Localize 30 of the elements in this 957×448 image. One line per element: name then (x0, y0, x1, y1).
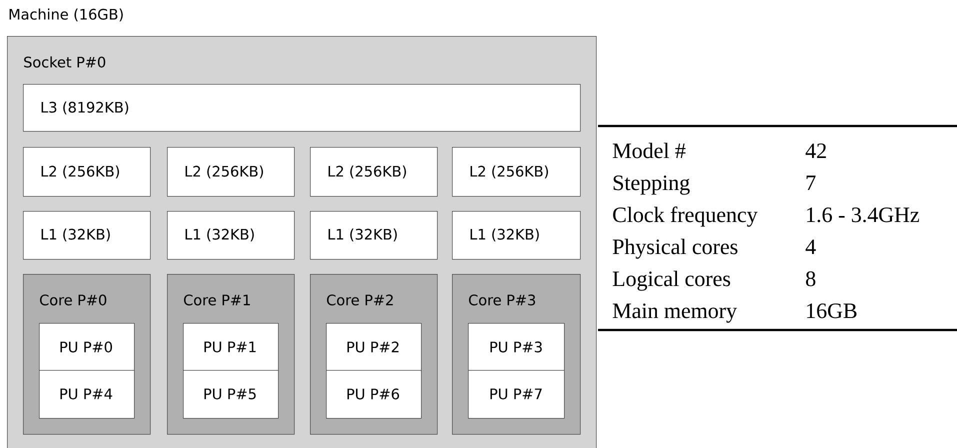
processing-unit-box: PU P#1 (183, 322, 279, 371)
cache-box: L2 (256KB) (23, 146, 151, 197)
processing-unit-box: PU P#2 (326, 322, 422, 371)
table-cell: 8 (806, 271, 816, 286)
processing-unit-box: PU P#6 (326, 370, 422, 419)
table-cell: 7 (806, 176, 816, 190)
table-cell: 1.6 - 3.4GHz (807, 207, 920, 222)
cache-box: L1 (32KB) (452, 210, 581, 260)
cache-box: L3 (8192KB) (23, 84, 581, 132)
table-cell: 42 (806, 143, 826, 158)
cache-box: L1 (32KB) (310, 210, 438, 260)
node-label: Machine (16GB) (10, 8, 123, 22)
processing-unit-box: PU P#3 (468, 322, 565, 371)
cache-box: L2 (256KB) (452, 146, 581, 197)
cache-box: L2 (256KB) (167, 146, 295, 197)
cache-box: L2 (256KB) (310, 146, 438, 197)
table-cell: 4 (806, 240, 816, 254)
table-cell: Physical cores (612, 238, 738, 259)
processing-unit-box: PU P#5 (183, 370, 279, 419)
processing-unit-box: PU P#7 (468, 370, 565, 419)
processing-unit-box: PU P#4 (39, 370, 135, 419)
table-cell: Stepping (614, 175, 690, 195)
cache-box: L1 (32KB) (23, 210, 151, 260)
table-cell: Main memory (612, 303, 737, 323)
table-cell: 16GB (807, 303, 856, 318)
table-cell: Logical cores (612, 270, 730, 291)
table-cell: Clock frequency (613, 206, 758, 227)
processing-unit-box: PU P#0 (39, 322, 135, 371)
table-cell: Model # (612, 142, 686, 158)
cache-box: L1 (32KB) (167, 210, 295, 260)
